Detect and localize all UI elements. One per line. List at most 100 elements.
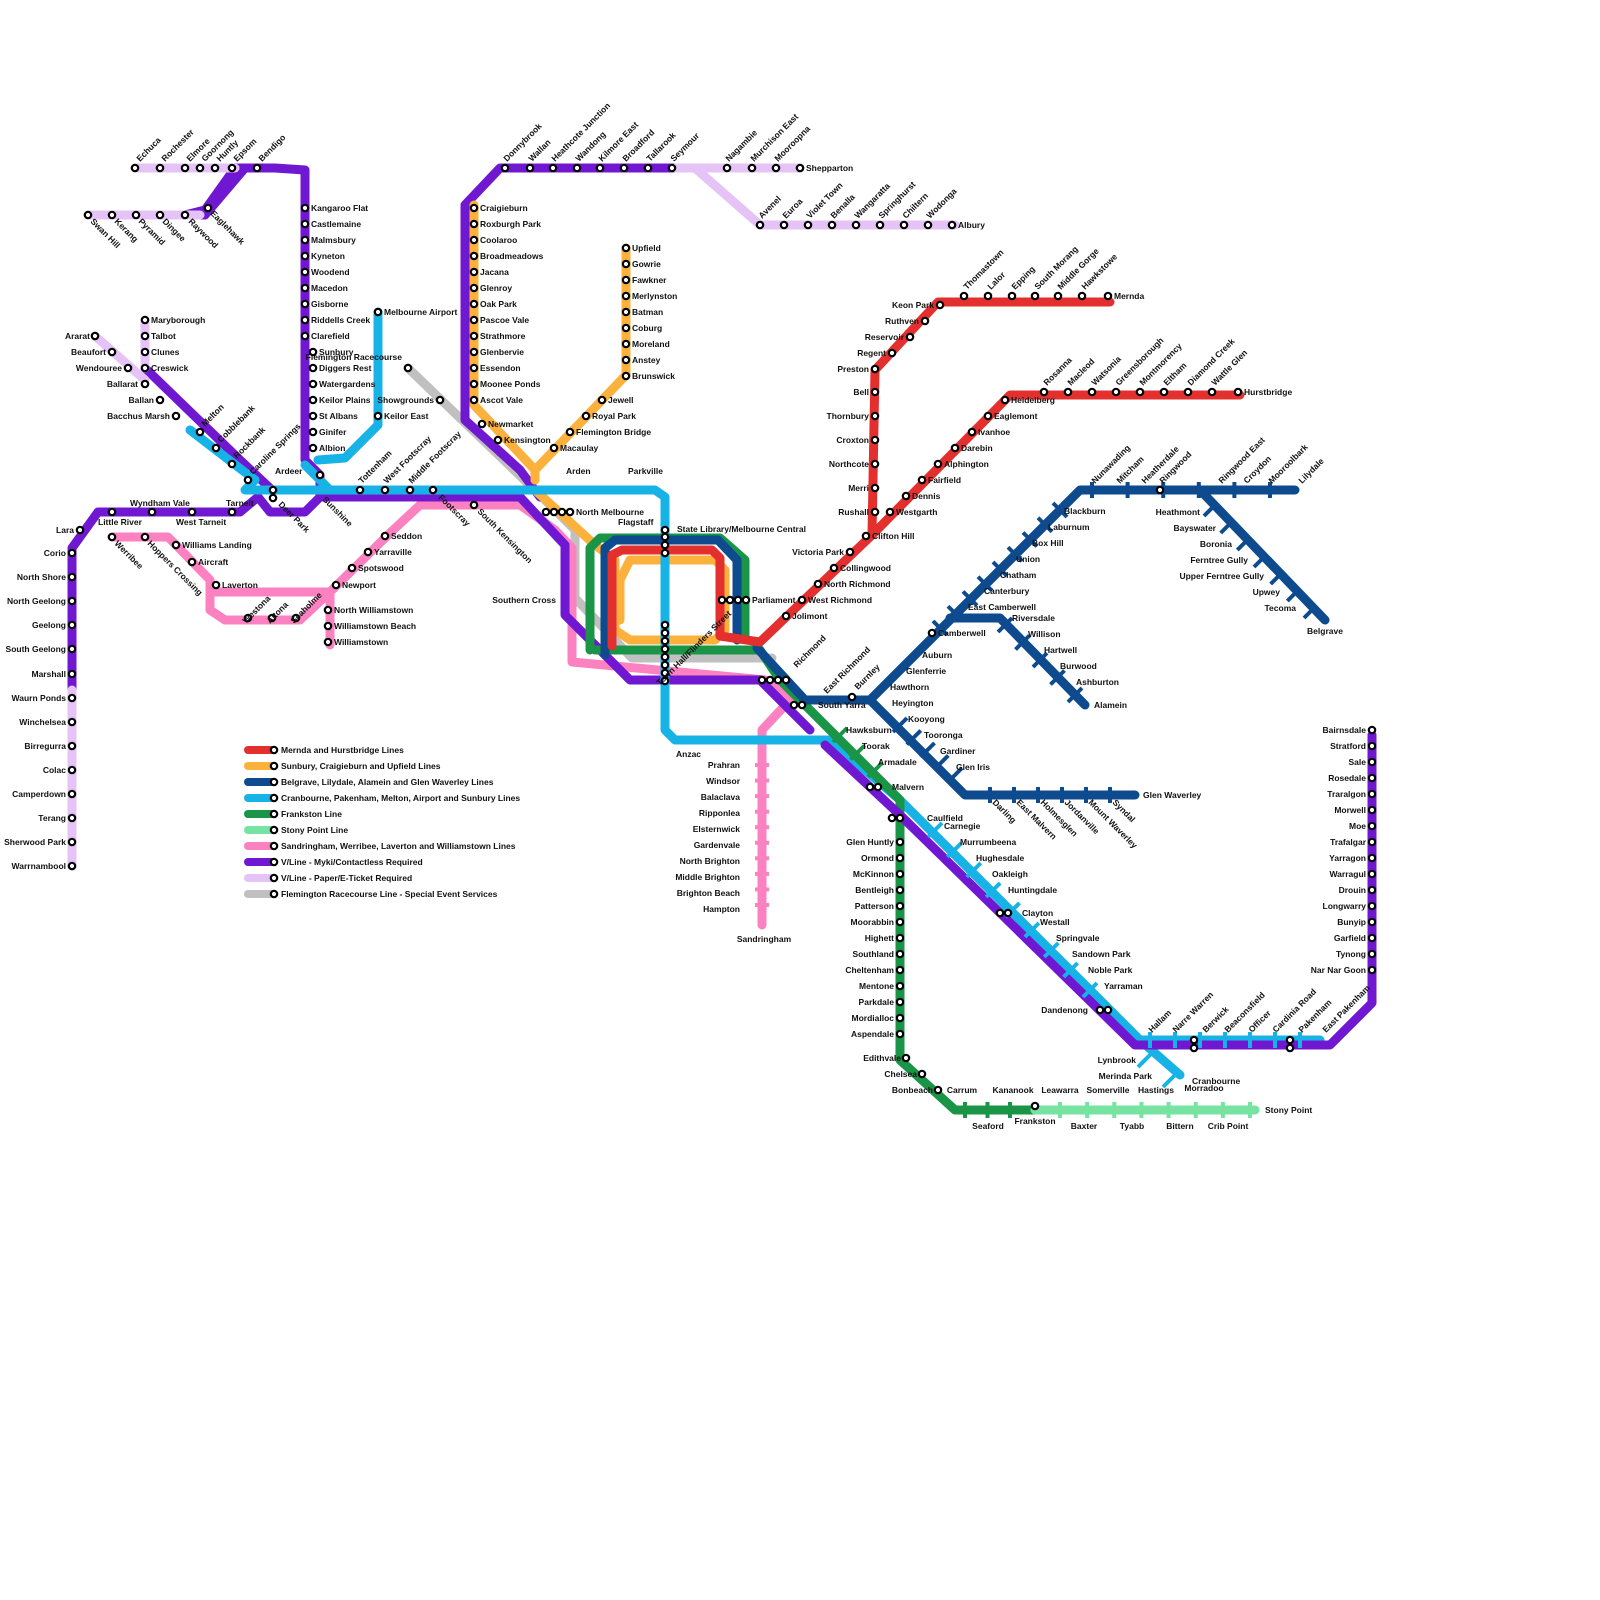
station-marker[interactable] xyxy=(323,637,333,647)
station-marker[interactable] xyxy=(933,459,943,469)
station-label-alphington[interactable]: Alphington xyxy=(944,459,989,469)
station-marker[interactable] xyxy=(210,163,220,173)
station-marker[interactable] xyxy=(660,644,670,654)
station-marker[interactable] xyxy=(797,700,807,710)
station-marker[interactable] xyxy=(741,595,751,605)
station-label-yarraman[interactable]: Yarraman xyxy=(1104,981,1143,991)
station-label-albury[interactable]: Albury xyxy=(958,220,985,230)
station-label-melton[interactable]: Melton xyxy=(199,402,225,428)
station-marker[interactable] xyxy=(660,548,670,558)
station-label-ardeer[interactable]: Ardeer xyxy=(275,466,303,476)
station-marker[interactable] xyxy=(331,580,341,590)
station-label-clunes[interactable]: Clunes xyxy=(151,347,180,357)
station-marker[interactable] xyxy=(1103,1005,1113,1015)
station-label-gardiner[interactable]: Gardiner xyxy=(940,746,976,756)
station-label-lilydale[interactable]: Lilydale xyxy=(1296,456,1326,486)
station-marker[interactable] xyxy=(211,443,221,453)
station-marker[interactable] xyxy=(203,203,213,213)
station-marker[interactable] xyxy=(895,981,905,991)
station-marker[interactable] xyxy=(323,621,333,631)
station-label-sherwood-park[interactable]: Sherwood Park xyxy=(4,837,66,847)
station-marker[interactable] xyxy=(660,525,670,535)
station-marker[interactable] xyxy=(469,331,479,341)
station-marker[interactable] xyxy=(67,861,77,871)
station-marker[interactable] xyxy=(180,210,190,220)
station-label-cranbourne[interactable]: Cranbourne xyxy=(1192,1076,1240,1086)
station-marker[interactable] xyxy=(887,813,897,823)
station-label-clayton[interactable]: Clayton xyxy=(1022,908,1053,918)
station-label-winchelsea[interactable]: Winchelsea xyxy=(19,717,66,727)
station-marker[interactable] xyxy=(469,283,479,293)
station-marker[interactable] xyxy=(308,363,318,373)
station-marker[interactable] xyxy=(1367,933,1377,943)
station-marker[interactable] xyxy=(268,493,278,503)
station-marker[interactable] xyxy=(140,347,150,357)
station-marker[interactable] xyxy=(935,300,945,310)
station-marker[interactable] xyxy=(660,540,670,550)
station-marker[interactable] xyxy=(243,475,253,485)
station-marker[interactable] xyxy=(308,427,318,437)
station-marker[interactable] xyxy=(813,579,823,589)
station-label-flemington-bridge[interactable]: Flemington Bridge xyxy=(576,427,651,437)
station-label-canterbury[interactable]: Canterbury xyxy=(984,586,1030,596)
station-marker[interactable] xyxy=(355,485,365,495)
station-label-north-melbourne[interactable]: North Melbourne xyxy=(576,507,644,517)
station-label-burwood[interactable]: Burwood xyxy=(1060,661,1097,671)
station-label-diggers-rest[interactable]: Diggers Rest xyxy=(319,363,372,373)
station-label-riddells-creek[interactable]: Riddells Creek xyxy=(311,315,370,325)
station-label-arden[interactable]: Arden xyxy=(566,466,591,476)
station-label-watergardens[interactable]: Watergardens xyxy=(319,379,376,389)
station-label-moorabbin[interactable]: Moorabbin xyxy=(851,917,894,927)
station-marker[interactable] xyxy=(870,387,880,397)
station-label-westall[interactable]: Westall xyxy=(1040,917,1070,927)
station-label-essendon[interactable]: Essendon xyxy=(480,363,521,373)
station-marker[interactable] xyxy=(187,557,197,567)
station-label-laverton[interactable]: Laverton xyxy=(222,580,258,590)
station-marker[interactable] xyxy=(1155,485,1165,495)
station-marker[interactable] xyxy=(469,363,479,373)
station-label-union[interactable]: Union xyxy=(1016,554,1040,564)
station-label-melbourne-airport[interactable]: Melbourne Airport xyxy=(384,307,458,317)
station-label-sandringham[interactable]: Sandringham xyxy=(737,934,792,944)
station-label-bentleigh[interactable]: Bentleigh xyxy=(855,885,894,895)
station-marker[interactable] xyxy=(380,531,390,541)
station-marker[interactable] xyxy=(477,419,487,429)
station-marker[interactable] xyxy=(870,483,880,493)
station-label-corio[interactable]: Corio xyxy=(44,548,66,558)
station-marker[interactable] xyxy=(1111,387,1121,397)
station-label-morradoo[interactable]: Morradoo xyxy=(1184,1083,1223,1093)
station-marker[interactable] xyxy=(541,507,551,517)
station-marker[interactable] xyxy=(1285,1043,1295,1053)
station-label-gowrie[interactable]: Gowrie xyxy=(632,259,661,269)
station-marker[interactable] xyxy=(525,163,535,173)
station-label-malmsbury[interactable]: Malmsbury xyxy=(311,235,356,245)
station-marker[interactable] xyxy=(493,435,503,445)
station-label-mernda[interactable]: Mernda xyxy=(1114,291,1145,301)
station-label-moe[interactable]: Moe xyxy=(1349,821,1366,831)
station-marker[interactable] xyxy=(211,580,221,590)
station-marker[interactable] xyxy=(781,611,791,621)
station-label-flemington-racecourse[interactable]: Flemington Racecourse xyxy=(306,352,403,362)
station-label-newport[interactable]: Newport xyxy=(342,580,376,590)
station-marker[interactable] xyxy=(1000,395,1010,405)
station-label-box-hill[interactable]: Box Hill xyxy=(1032,538,1064,548)
station-label-toorak[interactable]: Toorak xyxy=(862,741,890,751)
station-label-south-yarra[interactable]: South Yarra xyxy=(818,700,866,710)
station-label-east-richmond[interactable]: East Richmond xyxy=(821,645,872,696)
station-marker[interactable] xyxy=(789,700,799,710)
station-marker[interactable] xyxy=(67,789,77,799)
station-marker[interactable] xyxy=(1030,291,1040,301)
station-marker[interactable] xyxy=(917,1069,927,1079)
station-marker[interactable] xyxy=(187,507,197,517)
station-label-prahran[interactable]: Prahran xyxy=(708,760,740,770)
station-marker[interactable] xyxy=(861,531,871,541)
station-label-kananook[interactable]: Kananook xyxy=(992,1085,1033,1095)
station-label-yarraville[interactable]: Yarraville xyxy=(374,547,412,557)
station-label-werribee[interactable]: Werribee xyxy=(113,538,146,571)
station-label-st-albans[interactable]: St Albans xyxy=(319,411,358,421)
station-marker[interactable] xyxy=(107,532,117,542)
station-label-batman[interactable]: Batman xyxy=(632,307,663,317)
station-marker[interactable] xyxy=(895,837,905,847)
station-marker[interactable] xyxy=(1367,757,1377,767)
station-marker[interactable] xyxy=(870,507,880,517)
